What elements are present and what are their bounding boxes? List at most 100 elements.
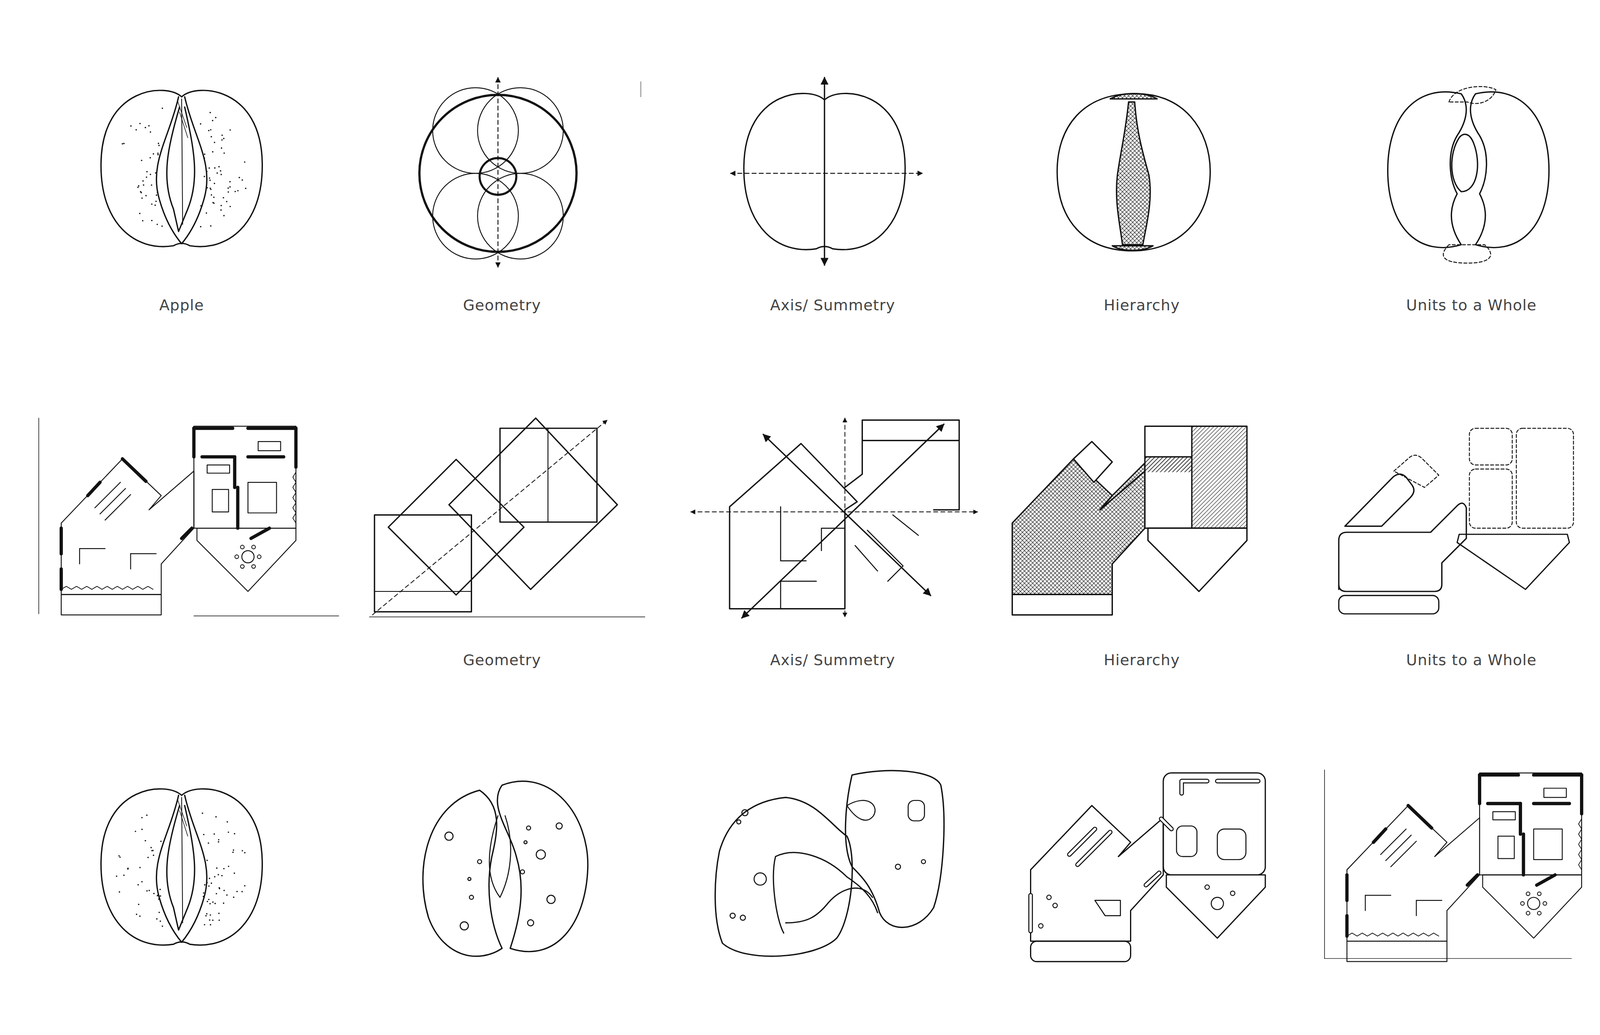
stipple-dot [139,867,141,869]
bean-core [489,816,511,898]
stipple-dot [218,887,220,889]
stipple-dot [203,157,205,159]
blob-hole [536,850,546,860]
stipple-dot [148,890,150,892]
geometry-circle [477,173,564,260]
plan-thick-wall [1477,775,1482,805]
stipple-dot [244,852,246,854]
stipple-dot [151,203,153,205]
drawing [38,77,1582,963]
stipple-dot [232,852,234,854]
stipple-dot [118,855,120,857]
plan-thick-wall [59,569,63,590]
plan-wall [61,459,194,595]
stipple-dot [153,893,155,895]
plan-furniture [130,553,131,570]
plan-thick-wall [202,455,235,459]
stipple-dot [155,200,157,203]
stipple-dot [150,847,152,849]
rounded-plan [1030,941,1131,963]
frame-line [369,616,645,618]
plan-chair [1537,892,1542,896]
stipple-dot [156,918,158,920]
stipple-dot [159,920,161,923]
rounded-plan [1166,875,1266,939]
stipple-dot [215,816,217,818]
stipple-dot [208,919,210,921]
plan-zigzag [292,472,296,524]
stipple-dot [158,144,160,146]
geometry-square [388,459,525,595]
unit-shape [1338,595,1439,615]
stipple-dot [213,833,215,835]
stipple-dot [238,177,240,179]
stipple-dot [144,840,146,842]
caption-label: Axis/ Summetry [770,651,895,669]
plan-zigzag [1578,819,1582,870]
apple-seed [166,107,195,232]
stipple-dot [223,868,225,870]
hierarchy-zone [1145,457,1193,473]
rounded-room [1176,826,1198,857]
plan-chair [1205,885,1210,890]
plan-chair [240,545,245,550]
stipple-dot [214,167,216,169]
caption-label: Axis/ Summetry [770,296,895,314]
plan-chair [251,565,256,569]
plan-furniture [1385,835,1412,861]
stipple-dot [142,184,145,186]
blob-hole [460,922,469,931]
plan-thick-wall [247,455,284,459]
unit-dashed [1469,469,1513,529]
plan-chair [235,555,239,559]
stipple-dot [137,904,140,906]
plan-chair [1542,902,1547,906]
plan-furniture [79,548,80,565]
blob-hole [908,800,925,822]
plan-furniture [95,482,121,508]
hierarchy-zone [1073,441,1113,483]
stipple-dot [149,173,151,175]
stipple-dot [214,876,216,878]
plan-furniture [1415,900,1417,917]
stipple-dot [213,196,215,198]
hierarchy-cap [1112,245,1153,251]
plan-wall [1347,805,1480,942]
plan-stair [207,465,230,474]
plan-thick-wall [1580,775,1584,815]
stipple-dot [157,153,159,155]
unit-dashed [1516,428,1574,529]
stipple-dot [245,187,247,190]
plan-chair [1537,911,1542,916]
stipple-dot [221,875,223,877]
stipple-dot [202,896,204,898]
plan-chair [1038,924,1044,929]
plan-thick-wall [1345,875,1349,901]
plan-blob [773,852,878,934]
stipple-dot [244,885,246,887]
axis-line [741,424,944,618]
plan-thick-wall [181,528,192,539]
blob-hole [527,920,534,927]
plan-thick-wall [236,487,240,529]
plan-thick-wall [1521,834,1525,876]
stipple-dot [212,151,214,153]
plan-furniture [1497,836,1515,860]
stipple-dot [202,892,205,894]
rounded-room [1095,900,1121,917]
plan-furniture [1416,900,1442,902]
caption-label: Geometry [462,296,542,314]
plan-chair [1052,903,1058,909]
geometry-square [374,515,472,613]
stipple-dot [218,912,220,915]
stipple-dot [135,129,137,131]
rounded-wall [1145,873,1160,886]
blob-hole [556,823,563,830]
hierarchy-core [1116,102,1151,245]
plan-furniture [100,488,126,515]
plan-chair [251,545,256,550]
stipple-dot [237,190,239,192]
plan-thick-wall [1487,802,1521,806]
stipple-dot [145,195,147,197]
blob-hole [469,895,474,900]
